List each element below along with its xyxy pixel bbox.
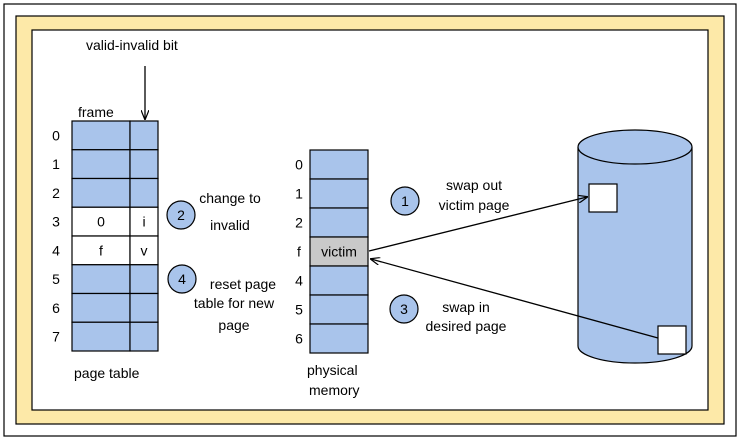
- valid-invalid-bit-label: valid-invalid bit: [86, 37, 178, 53]
- memory-frame-index: 2: [295, 215, 303, 231]
- backing-store-disk: [577, 129, 693, 364]
- step-4: 4 reset page table for new page: [167, 264, 276, 333]
- memory-frame: [309, 265, 369, 296]
- step-4-text-line2: table for new: [194, 295, 275, 311]
- victim-label: victim: [321, 244, 357, 260]
- step-1: 1 swap out victim page: [390, 177, 510, 216]
- frame-label: frame: [78, 104, 114, 120]
- physical-memory-label-line2: memory: [309, 382, 360, 398]
- page-table-row-index: 6: [52, 300, 60, 316]
- page-table-frame-cell: [71, 149, 131, 180]
- page-table-bit-cell: [129, 264, 159, 295]
- desired-page-on-disk: [657, 325, 687, 355]
- page-table-row-index: 5: [52, 271, 60, 287]
- memory-frame-index: 4: [295, 273, 303, 289]
- page-table-row-index: 1: [52, 156, 60, 172]
- step-3-number: 3: [400, 301, 408, 317]
- page-table-bit-cell: [129, 321, 159, 352]
- step-3-text-line2: desired page: [426, 318, 507, 334]
- page-table-bit-cell: [129, 120, 159, 151]
- page-table-row-index: 3: [52, 214, 60, 230]
- page-table-row-index: 2: [52, 185, 60, 201]
- memory-frame: [309, 178, 369, 209]
- page-table-frame-cell: [71, 235, 131, 266]
- memory-frame-index: 5: [295, 302, 303, 318]
- memory-frame-index: 6: [295, 331, 303, 347]
- memory-frame-index: f: [297, 244, 301, 260]
- physical-memory-label-line1: physical: [307, 362, 358, 378]
- step-1-text-line1: swap out: [446, 177, 502, 193]
- victim-page-on-disk: [588, 183, 618, 213]
- page-table-bit-cell: [129, 149, 159, 180]
- step-2: 2 change to invalid: [166, 190, 261, 233]
- page-table-label: page table: [74, 365, 140, 381]
- step-3: 3 swap in desired page: [389, 294, 507, 334]
- memory-frame-index: 1: [295, 186, 303, 202]
- page-table-frame-value: 0: [97, 214, 105, 230]
- step-3-text-line1: swap in: [442, 299, 489, 315]
- page-table-frame-cell: [71, 264, 131, 295]
- step-2-text-line1: change to: [199, 190, 261, 206]
- step-1-number: 1: [401, 193, 409, 209]
- memory-frame: [309, 323, 369, 354]
- swap-in-arrow: [371, 259, 659, 339]
- step-1-text-line2: victim page: [439, 197, 510, 213]
- swap-out-arrow: [368, 197, 587, 252]
- step-2-number: 2: [177, 207, 185, 223]
- memory-frame: [309, 294, 369, 325]
- page-table-frame-value: f: [99, 242, 103, 258]
- step-4-number: 4: [178, 271, 186, 287]
- page-table-frame-cell: [71, 321, 131, 352]
- page-table-row-index: 4: [52, 242, 60, 258]
- page-table-row-index: 7: [52, 329, 60, 345]
- page-table-bit-value: i: [142, 214, 145, 230]
- physical-memory: 0 1 2 f victim 4 5 6: [295, 149, 369, 354]
- page-table: 0 1 2 3 0 i 4 f v 5 6 7: [52, 120, 159, 352]
- page-table-bit-cell: [129, 177, 159, 208]
- memory-frame: [309, 149, 369, 180]
- page-table-frame-cell: [71, 120, 131, 151]
- page-table-bit-value: v: [141, 242, 148, 258]
- page-table-frame-cell: [71, 292, 131, 323]
- step-4-text-line1: reset page: [210, 276, 276, 292]
- page-table-frame-cell: [71, 177, 131, 208]
- memory-frame-index: 0: [295, 157, 303, 173]
- memory-frame: [309, 207, 369, 238]
- page-table-bit-cell: [129, 292, 159, 323]
- step-4-text-line3: page: [218, 317, 249, 333]
- page-table-row-index: 0: [52, 127, 60, 143]
- step-2-text-line2: invalid: [210, 217, 250, 233]
- victim-frame: [309, 236, 369, 267]
